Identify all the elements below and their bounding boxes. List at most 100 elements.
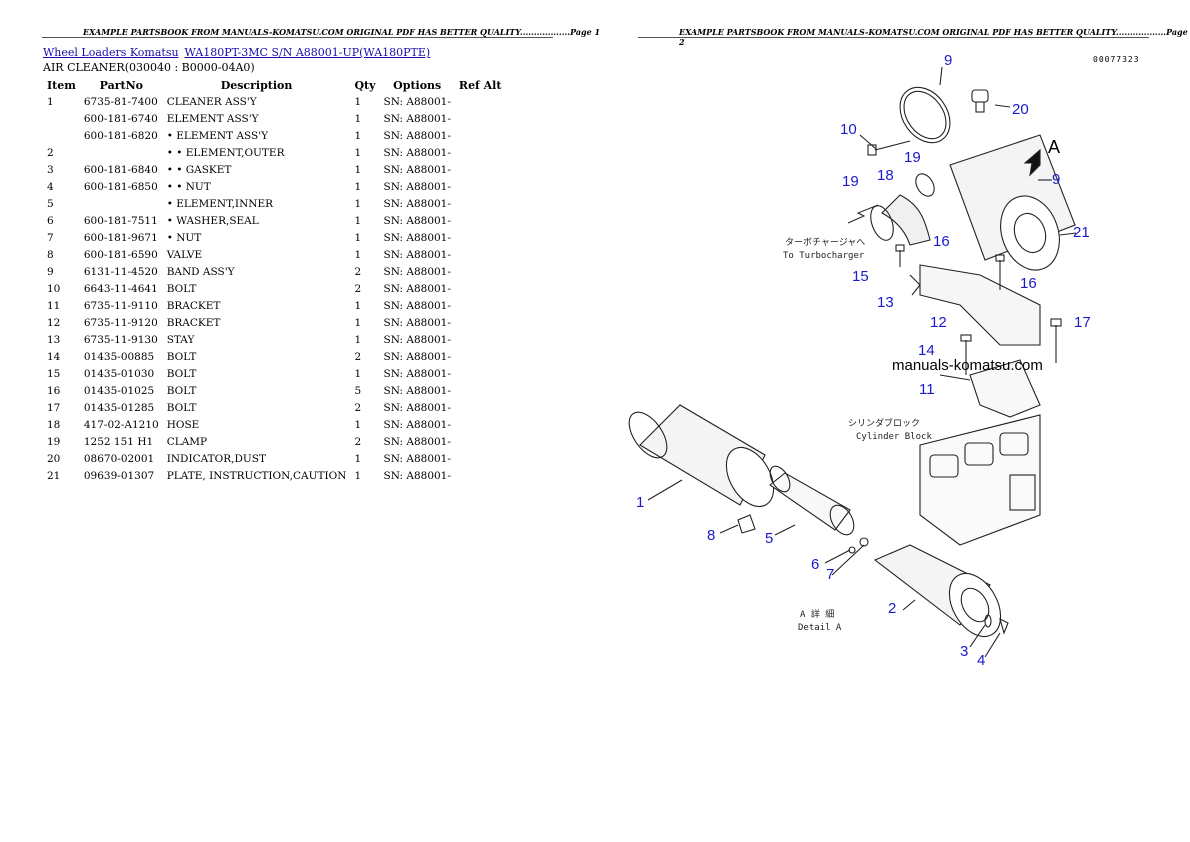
row-description: BOLT <box>166 384 197 397</box>
breadcrumb: Wheel Loaders Komatsu WA180PT-3MC S/N A88… <box>43 46 436 59</box>
row-item: 13 <box>47 333 61 346</box>
callout-1: 1 <box>636 494 644 511</box>
row-qty: 1 <box>354 112 362 125</box>
row-partno: 417-02-A1210 <box>83 418 159 431</box>
row-item: 5 <box>47 197 54 210</box>
row-description: BAND ASS'Y <box>166 265 235 278</box>
row-description: CLEANER ASS'Y <box>166 95 257 108</box>
row-qty: 1 <box>354 248 362 261</box>
page-1-header: EXAMPLE PARTSBOOK FROM MANUALS-KOMATSU.C… <box>83 27 601 37</box>
row-options: SN: A88001- <box>383 265 451 278</box>
callout-19-top: 19 <box>904 149 921 166</box>
breadcrumb-link-category[interactable]: Wheel Loaders Komatsu <box>43 46 179 59</box>
col-header-item: Item <box>47 78 76 92</box>
callout-6: 6 <box>811 556 819 573</box>
col-header-description: Description <box>220 78 293 92</box>
watermark: manuals-komatsu.com <box>892 357 1043 374</box>
row-description: STAY <box>166 333 195 346</box>
row-description: • WASHER,SEAL <box>166 214 259 227</box>
callout-19-left: 19 <box>842 173 859 190</box>
row-qty: 1 <box>354 418 362 431</box>
row-item: 9 <box>47 265 54 278</box>
callout-21: 21 <box>1073 224 1090 241</box>
callout-16-left: 16 <box>933 233 950 250</box>
row-description: INDICATOR,DUST <box>166 452 266 465</box>
row-item: 1 <box>47 95 54 108</box>
row-qty: 1 <box>354 299 362 312</box>
row-item: 10 <box>47 282 61 295</box>
row-description: VALVE <box>166 248 203 261</box>
col-header-ref-alt: Ref Alt <box>458 78 502 92</box>
row-qty: 1 <box>354 214 362 227</box>
detail-arrow-label: A <box>1048 137 1060 157</box>
row-item: 20 <box>47 452 61 465</box>
row-options: SN: A88001- <box>383 435 451 448</box>
row-description: • ELEMENT ASS'Y <box>166 129 269 142</box>
row-item <box>43 127 80 144</box>
drawing-ref-number: 00077323 <box>1093 55 1140 64</box>
row-partno: 01435-00885 <box>83 350 155 363</box>
header-rule-1 <box>42 37 553 38</box>
row-item: 11 <box>47 299 61 312</box>
row-partno: 6735-11-9120 <box>83 316 158 329</box>
callout-5: 5 <box>765 530 773 547</box>
row-partno: 600-181-6820 <box>83 129 158 142</box>
callout-4: 4 <box>977 652 985 669</box>
row-item: 15 <box>47 367 61 380</box>
callout-9-side: 9 <box>1052 171 1060 188</box>
row-options: SN: A88001- <box>383 401 451 414</box>
breadcrumb-link-model[interactable]: WA180PT-3MC S/N A88001-UP(WA180PTE) <box>184 46 431 59</box>
row-partno: 600-181-6850 <box>83 180 158 193</box>
row-qty: 1 <box>354 163 362 176</box>
row-options: SN: A88001- <box>383 214 451 227</box>
row-description: • • GASKET <box>166 163 232 176</box>
row-qty: 1 <box>354 180 362 193</box>
row-description: CLAMP <box>166 435 208 448</box>
row-item: 21 <box>47 469 61 482</box>
table-header-row: Item PartNo Description Qty Options Ref … <box>43 77 505 93</box>
row-partno: 1252 151 H1 <box>83 435 154 448</box>
row-partno: 09639-01307 <box>83 469 155 482</box>
row-qty: 1 <box>354 452 362 465</box>
row-partno <box>80 144 163 161</box>
callout-17: 17 <box>1074 314 1091 331</box>
row-description: • • ELEMENT,OUTER <box>166 146 285 159</box>
page-title: AIR CLEANER(030040 : B0000-04A0) <box>43 61 255 74</box>
callout-20: 20 <box>1012 101 1029 118</box>
callout-7: 7 <box>826 566 834 583</box>
row-description: BOLT <box>166 367 197 380</box>
row-options: SN: A88001- <box>383 384 451 397</box>
row-description: PLATE, INSTRUCTION,CAUTION <box>166 469 347 482</box>
callout-2: 2 <box>888 600 896 617</box>
callout-labels: 1 2 3 4 5 6 7 8 9 9 10 11 12 13 14 15 16… <box>636 52 1091 669</box>
callout-14: 14 <box>918 342 935 359</box>
row-options: SN: A88001- <box>383 112 451 125</box>
row-options: SN: A88001- <box>383 333 451 346</box>
row-qty: 1 <box>354 231 362 244</box>
row-qty: 2 <box>354 265 362 278</box>
detail-a-label-en: Detail A <box>798 623 842 633</box>
row-partno: 600-181-6740 <box>83 112 158 125</box>
row-item: 8 <box>47 248 54 261</box>
row-partno: 600-181-6590 <box>83 248 158 261</box>
row-options: SN: A88001- <box>383 299 451 312</box>
row-item: 3 <box>47 163 54 176</box>
turbo-label-en: To Turbocharger <box>783 251 865 261</box>
row-item: 2 <box>47 146 54 159</box>
row-item: 12 <box>47 316 61 329</box>
row-item: 16 <box>47 384 61 397</box>
row-options: SN: A88001- <box>383 197 451 210</box>
row-partno: 01435-01030 <box>83 367 155 380</box>
